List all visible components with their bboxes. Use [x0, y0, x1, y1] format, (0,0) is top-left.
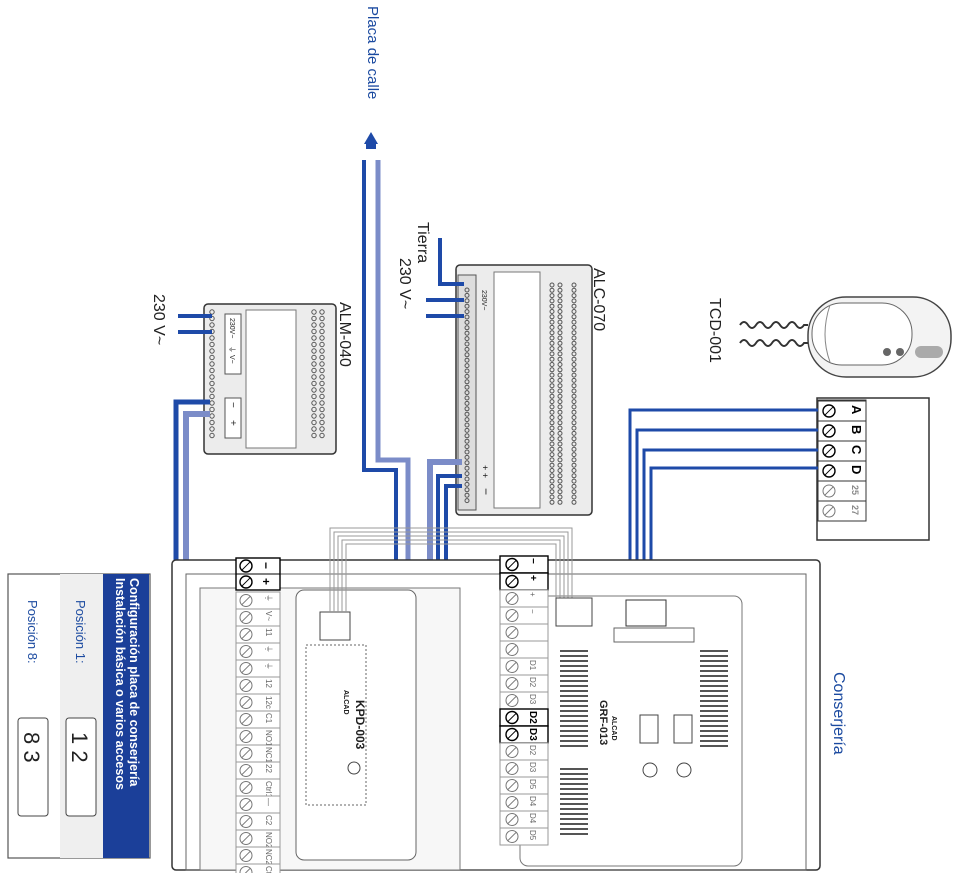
- kpd-terminal-label: V~: [264, 611, 273, 621]
- grf-label: GRF-013: [597, 700, 609, 745]
- legend-pos1-value: 1 2: [67, 732, 92, 763]
- tcd-terminal-label: 27: [850, 505, 860, 515]
- alm-mains-label: 230 V~: [150, 294, 167, 345]
- kpd-terminal-label: NO2: [264, 832, 273, 849]
- legend-title-line2: Instalación básica o varios accesos: [113, 578, 127, 790]
- grf-terminal-label: D2: [527, 711, 538, 724]
- tcd-terminal-label: B: [849, 425, 864, 434]
- kpd-terminal-label: NC2: [264, 849, 273, 866]
- alc-mains-terminal-label: 230V~: [480, 290, 487, 310]
- tcd-terminal-label: A: [849, 405, 864, 415]
- kpd-terminal-label: ⏚: [264, 594, 273, 602]
- tcd-terminal-label: 25: [850, 485, 860, 495]
- alc-mains-label: 230 V~: [396, 258, 413, 309]
- grf-terminal-label: D2: [528, 745, 537, 756]
- grf-terminal-label: D2: [528, 677, 537, 688]
- config-legend: Configuración placa de conserjería Insta…: [7, 573, 151, 859]
- alc-070-unit: 230V~ + + −: [455, 264, 593, 516]
- grf-terminal-label: D1: [528, 660, 537, 671]
- alm-mains-wires: [178, 314, 212, 334]
- alc-mains-wires: [426, 238, 464, 318]
- tcd-terminal-strip: A B C D 25 27: [817, 399, 867, 522]
- tcd-handset: [807, 296, 952, 378]
- alm-earthv-terminal-label: ⏚ V~: [228, 346, 236, 364]
- tcd-terminal-label: C: [849, 445, 864, 455]
- kpd-terminal-label: —: [264, 798, 273, 806]
- grf-terminal-label: D5: [528, 830, 537, 841]
- street-panel-label: Placa de calle: [364, 6, 381, 99]
- earth-label: Tierra: [414, 222, 431, 263]
- grf-terminal-label: D5: [528, 779, 537, 790]
- tcd-terminal-label: D: [849, 465, 864, 474]
- kpd-terminal-label: C1: [264, 713, 273, 724]
- kpd-terminal-label: 11: [264, 628, 273, 637]
- alm-minus-terminal-label: −: [227, 402, 238, 408]
- kpd-top-terminal-label: +: [259, 578, 273, 585]
- grf-013-module: GRF-013 ALCAD: [555, 597, 728, 835]
- pos8-display: [17, 717, 49, 817]
- kpd-terminal-label: Ctrl1: [264, 781, 273, 798]
- grf-terminal-label: D4: [528, 796, 537, 807]
- kpd-brand: ALCAD: [342, 690, 349, 715]
- alc-minus-terminal-label: −: [479, 488, 493, 495]
- kpd-top-terminal-label: −: [259, 562, 273, 569]
- alm-plus-terminal-label: +: [227, 420, 238, 426]
- up-arrow-icon: [364, 132, 378, 144]
- grf-terminal-label: D3: [527, 728, 538, 741]
- conserjeria-label: Conserjería: [830, 672, 847, 755]
- grf-terminal-label: D4: [528, 813, 537, 824]
- handset-cord: [739, 321, 808, 347]
- grf-brand: ALCAD: [610, 716, 617, 741]
- pos1-display: [65, 717, 97, 817]
- grf-terminal-label: +: [528, 592, 537, 597]
- kpd-terminal-label: ⏚: [264, 645, 273, 653]
- tcd-label: TCD-001: [706, 298, 723, 363]
- legend-title-line1: Configuración placa de conserjería: [127, 578, 141, 787]
- grf-terminal-label: +: [527, 575, 538, 581]
- alm-mains-terminal-label: 230V~: [228, 318, 235, 338]
- grf-terminal-label: D3: [528, 762, 537, 773]
- grf-terminal-label: −: [527, 558, 538, 564]
- grf-terminal-label: D3: [528, 694, 537, 705]
- kpd-label: KPD-003: [353, 700, 367, 750]
- kpd-terminal-label: NO1: [264, 730, 273, 747]
- kpd-terminal-label: 22: [264, 764, 273, 773]
- kpd-terminal-label: 12: [264, 679, 273, 688]
- kpd-terminal-label: ⏚: [264, 662, 273, 670]
- kpd-terminal-label: 12c: [264, 696, 273, 709]
- kpd-terminal-label: C2: [264, 815, 273, 826]
- alm-label: ALM-040: [336, 302, 353, 367]
- kpd-terminal-label: NC1: [264, 747, 273, 764]
- alc-label: ALC-070: [590, 268, 607, 331]
- legend-pos8-label: Posición 8:: [25, 600, 40, 664]
- kpd-003-module: KPD-003 ALCAD: [295, 589, 417, 861]
- alc-pp-terminal-label: + +: [480, 465, 490, 478]
- kpd-terminal-label: Ctrl2: [264, 866, 273, 873]
- alm-040-unit: 230V~ ⏚ V~ − +: [203, 303, 337, 455]
- ribbon-cable: [329, 527, 573, 612]
- legend-pos1-label: Posición 1:: [73, 600, 88, 664]
- legend-pos8-value: 8 3: [19, 732, 44, 763]
- grf-terminal-label: −: [528, 609, 537, 614]
